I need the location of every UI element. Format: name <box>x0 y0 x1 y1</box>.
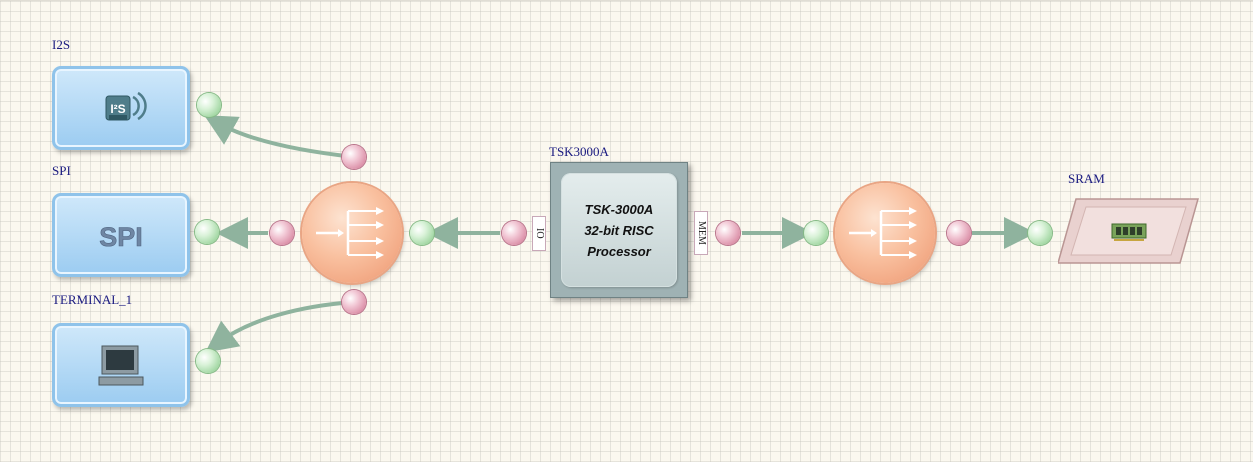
interconnect-hub-right[interactable] <box>835 183 935 283</box>
spi-icon-text: SPI <box>99 222 143 252</box>
cpu-io-port[interactable] <box>502 221 526 245</box>
sram-label: SRAM <box>1068 171 1105 186</box>
spi-component[interactable]: SPI <box>52 193 190 277</box>
wire-hub-to-i2s[interactable] <box>204 115 355 159</box>
sram-component[interactable] <box>1058 196 1200 266</box>
hub-left-port-cpu[interactable] <box>410 221 434 245</box>
spi-icon: SPI <box>99 222 143 253</box>
processor-line-3: Processor <box>587 243 651 259</box>
i2s-port[interactable] <box>197 93 221 117</box>
terminal-port[interactable] <box>196 349 220 373</box>
i2s-label: I2S <box>52 37 71 52</box>
interconnect-arrows-icon <box>316 207 384 259</box>
spi-port[interactable] <box>195 220 219 244</box>
sram-port[interactable] <box>1028 221 1052 245</box>
sram-body <box>1058 198 1199 264</box>
i2s-component[interactable]: I²S <box>52 66 190 150</box>
i2s-bus-icon: I²S <box>105 91 147 121</box>
interconnect-hub-left[interactable] <box>302 183 402 283</box>
processor-line-1: TSK-3000A <box>584 201 654 217</box>
tsk3000a-processor[interactable]: TSK-3000A 32-bit RISC Processor <box>550 162 688 298</box>
spi-label: SPI <box>52 163 71 178</box>
processor-line-2: 32-bit RISC <box>584 222 654 238</box>
memory-chip-icon <box>1111 223 1147 241</box>
hub-left-port-top[interactable] <box>342 145 366 169</box>
hub-right-port-in[interactable] <box>804 221 828 245</box>
hub-left-port-spi[interactable] <box>270 221 294 245</box>
hub-left-port-bottom[interactable] <box>342 290 366 314</box>
cpu-io-tag: IO <box>532 216 546 251</box>
processor-face: TSK-3000A 32-bit RISC Processor <box>561 173 677 287</box>
terminal-component[interactable] <box>52 323 190 407</box>
cpu-label: TSK3000A <box>549 144 609 159</box>
hub-right-port-out[interactable] <box>947 221 971 245</box>
cpu-mem-tag: MEM <box>694 211 708 255</box>
terminal-label: TERMINAL_1 <box>52 292 133 307</box>
computer-terminal-icon <box>98 345 144 386</box>
wire-hub-to-terminal[interactable] <box>205 300 355 353</box>
cpu-mem-port[interactable] <box>716 221 740 245</box>
interconnect-arrows-icon <box>849 207 917 259</box>
svg-text:I²S: I²S <box>110 102 125 116</box>
